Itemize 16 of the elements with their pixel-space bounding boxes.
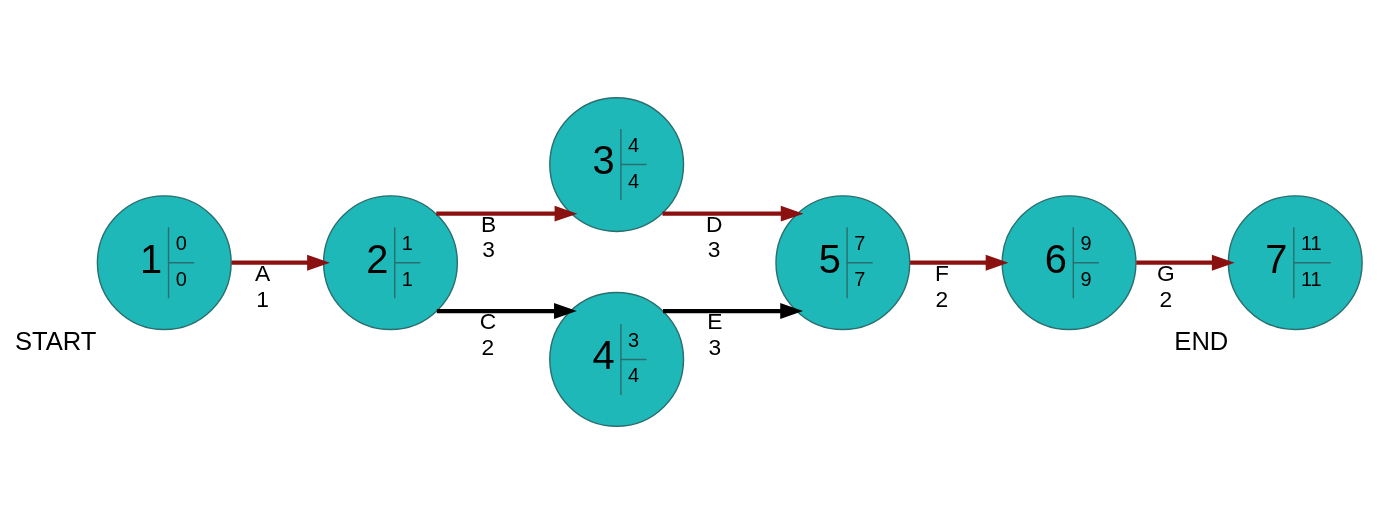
arrow [436,302,577,319]
arrow [910,254,1009,271]
arrow [231,254,330,271]
arrow [1136,254,1235,271]
edge-label: E 3 [707,307,723,360]
edge-label: A 1 [254,259,271,312]
arrow [662,205,804,222]
edge-label: D 3 [705,210,723,262]
arrow [663,302,804,319]
node-label: START [14,326,97,355]
edge-label: C 2 [479,307,497,360]
edge-label: F 2 [934,259,949,312]
node-label: END [1174,326,1229,355]
edge-label: B 3 [481,210,497,262]
arrow [436,205,578,222]
edge-label: G 2 [1157,259,1175,312]
